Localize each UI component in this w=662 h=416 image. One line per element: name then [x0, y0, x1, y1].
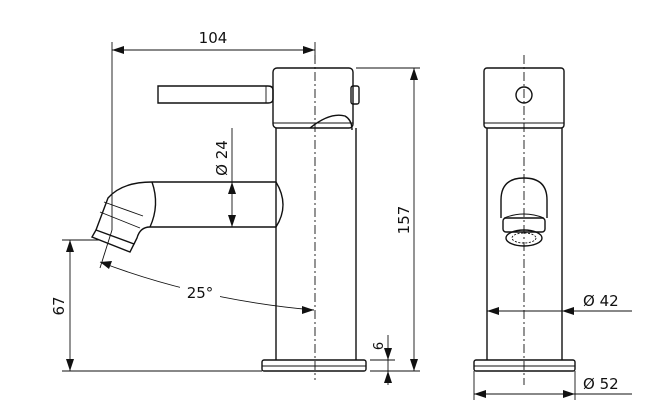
dim-width-label: 104 — [199, 29, 228, 47]
side-body-column — [275, 128, 357, 360]
dim-height-label: 157 — [395, 206, 413, 235]
dim-base-diameter-label: Ø 52 — [583, 375, 619, 393]
dim-body-diameter-label: Ø 42 — [583, 292, 619, 310]
dim-spout-height-label: 67 — [50, 296, 68, 315]
front-base — [473, 359, 576, 372]
dim-base-thickness-label: 6 — [372, 342, 387, 350]
side-dimensions: 104 Ø 24 157 67 25° 6 — [50, 29, 420, 385]
dim-handle-diameter-label: Ø 24 — [213, 140, 231, 176]
front-body-column — [486, 128, 563, 360]
front-dimensions: Ø 42 Ø 52 — [473, 292, 632, 400]
side-aerator — [90, 229, 135, 253]
side-spout — [95, 181, 276, 245]
front-view — [473, 55, 576, 385]
side-knob — [350, 85, 360, 105]
side-view — [90, 55, 367, 380]
dim-angle-label: 25° — [187, 284, 214, 302]
side-lever-cap — [272, 67, 354, 129]
side-lever-handle — [157, 85, 274, 104]
side-base — [261, 359, 367, 372]
